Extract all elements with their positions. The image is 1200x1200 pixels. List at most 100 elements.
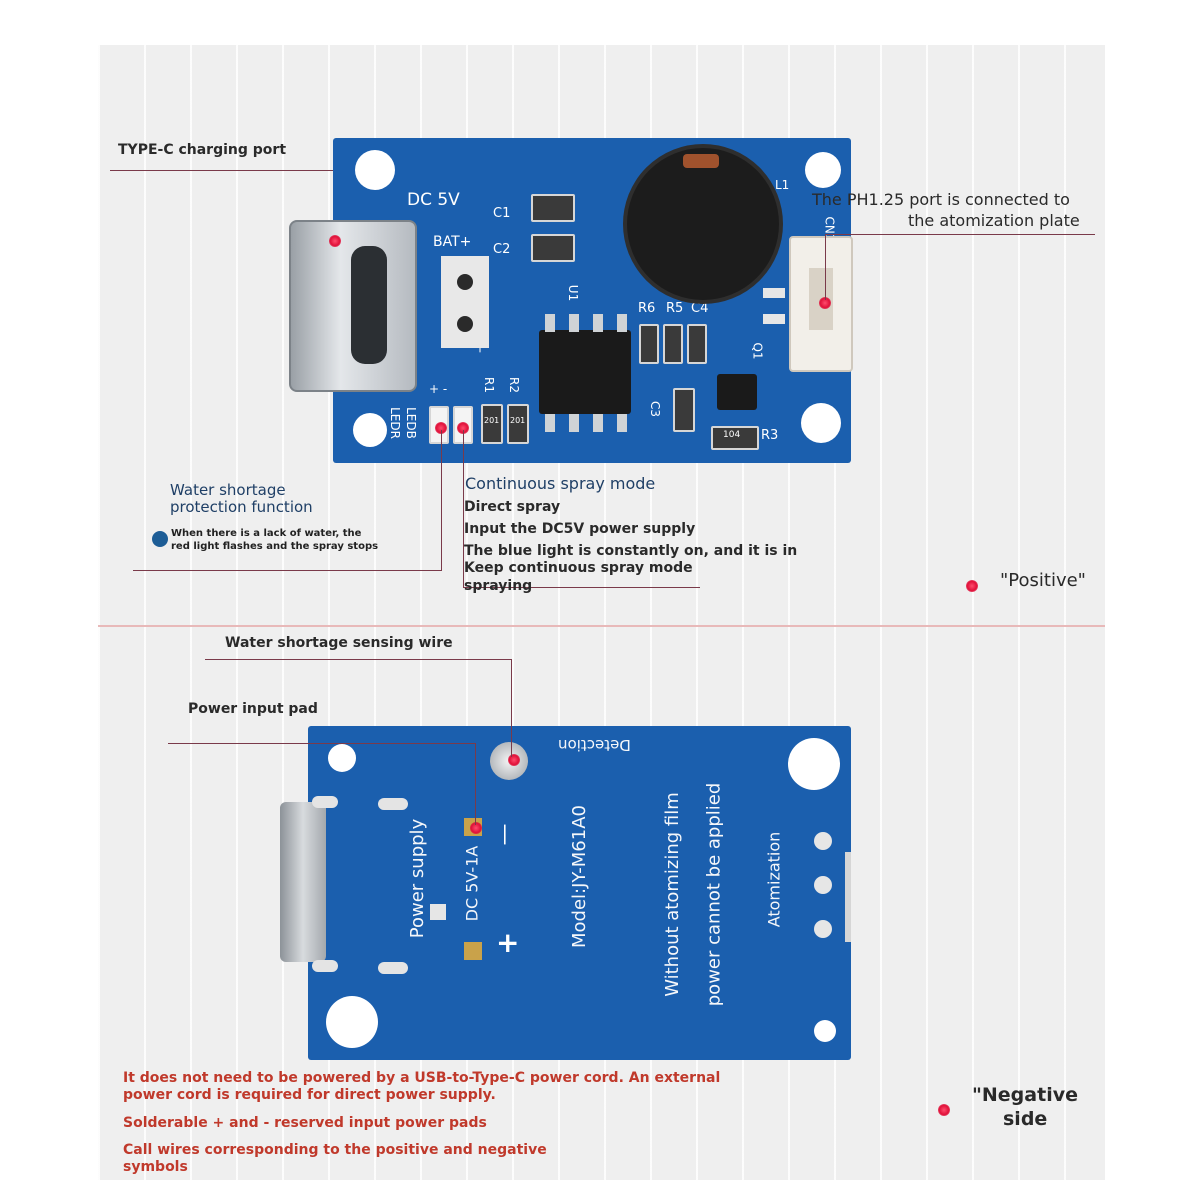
spray-line-2: Input the DC5V power supply [464,521,696,537]
leader-spray-vertical [463,430,464,588]
chip-pin [617,414,627,432]
section-divider [98,625,1105,627]
silk-bat: BAT+ [433,234,472,250]
silk-without-1: Without atomizing film [661,792,683,997]
resistor-r6 [639,324,659,364]
silk-u1: U1 [566,284,581,302]
pad-oval [378,962,408,974]
mount-hole [805,152,841,188]
label-positive: "Positive" [1000,570,1086,591]
chip-pin [593,414,603,432]
marker-dot-power-pad [470,822,482,834]
pcb-top-view: DC 5V C1 C2 BAT+ — L1 CN1 U1 R6 R5 C4 Q1… [289,138,853,463]
note-line-3: Solderable + and - reserved input power … [123,1115,487,1131]
silk-r2: R2 [506,377,521,393]
resistor-r1: 201 [481,404,503,444]
pad-oval [312,960,338,972]
usb-c-opening [351,246,387,364]
capacitor-c3 [673,388,695,432]
ph125-pin [763,288,785,298]
silk-power-supply: Power supply [407,818,429,939]
note-line-1: It does not need to be powered by a USB-… [123,1070,721,1086]
label-sensing-wire: Water shortage sensing wire [225,635,453,651]
note-line-4: Call wires corresponding to the positive… [123,1142,547,1158]
silk-ledb: LEDB [403,407,418,439]
label-ph125-line1: The PH1.25 port is connected to [812,190,1070,209]
resistor-r2: 201 [507,404,529,444]
atomization-pad [814,876,832,894]
spray-line-5: spraying [464,578,533,594]
power-pad-positive [464,942,482,960]
silk-without-2: power cannot be applied [703,782,725,1007]
silk-ledr: LEDR [387,407,402,439]
label-ph125-line2: the atomization plate [908,211,1080,230]
marker-dot-negative [938,1104,950,1116]
capacitor-c4 [687,324,707,364]
mount-hole [355,150,395,190]
edge-connector [845,852,851,942]
chip-pin [617,314,627,332]
spray-line-3: The blue light is constantly on, and it … [464,543,798,559]
silk-minus-sign: — [492,823,518,846]
chip-pin [569,414,579,432]
spray-line-1: Direct spray [464,499,561,515]
silk-r3: R3 [761,428,779,443]
note-line-5: symbols [123,1159,188,1175]
silk-detection: Detection [558,736,631,754]
note-line-2: power cord is required for direct power … [123,1087,496,1103]
atomization-pad [814,920,832,938]
silk-c1: C1 [493,206,511,221]
usb-c-connector [289,220,417,392]
resistor-r3: 104 [711,426,759,450]
chip-u1 [539,330,631,414]
silk-c4: C4 [691,301,709,316]
label-power-input-pad: Power input pad [188,701,318,717]
pcb-bottom-view: Detection Power supply DC 5V-1A Model:JY… [280,726,851,1060]
inductor-l1 [623,144,783,304]
chip-pin [545,314,555,332]
atomization-pad [814,832,832,850]
leader-water-vertical [441,430,442,570]
silk-c3: C3 [648,400,663,418]
marker-dot-ph125 [819,297,831,309]
silk-r5: R5 [666,301,684,316]
silk-model: Model:JY-M61A0 [568,805,590,948]
water-note-1: When there is a lack of water, the [171,528,362,539]
label-type-c: TYPE-C charging port [118,142,287,158]
leader-ph125 [825,234,1095,235]
silk-atomization: Atomization [764,831,784,928]
mount-hole [801,403,841,443]
leader-power-horizontal [168,743,476,744]
water-note-2: red light flashes and the spray stops [171,541,379,552]
mount-hole [326,996,378,1048]
usb-c-underside [280,802,326,962]
pad-square [430,904,446,920]
resistor-code: 201 [484,416,500,425]
pad-oval [312,796,338,808]
transistor-q1 [717,374,757,410]
label-negative-1: "Negative [972,1084,1078,1106]
inductor-coil [683,154,719,168]
label-spray-title: Continuous spray mode [465,474,656,493]
marker-dot-led-red [435,422,447,434]
marker-dot-sensing [508,754,520,766]
silk-r1: R1 [481,377,496,393]
chip-pin [569,314,579,332]
resistor-code: 104 [723,430,741,440]
capacitor-c2 [531,234,575,262]
header-block [441,256,489,348]
mount-hole [328,744,356,772]
silk-dc-5v-1a: DC 5V-1A [462,845,482,922]
mount-hole [814,1020,836,1042]
chip-pin [593,314,603,332]
leader-power-vertical [475,743,476,825]
label-negative-2: side [1003,1108,1048,1130]
resistor-code: 201 [510,416,526,425]
leader-sensing-vertical [511,659,512,757]
leader-spray-horizontal [463,587,700,588]
silk-c2: C2 [493,242,511,257]
silk-dc: DC 5V [407,190,460,210]
leader-type-c [110,170,333,171]
resistor-r5 [663,324,683,364]
header-hole [457,274,473,290]
